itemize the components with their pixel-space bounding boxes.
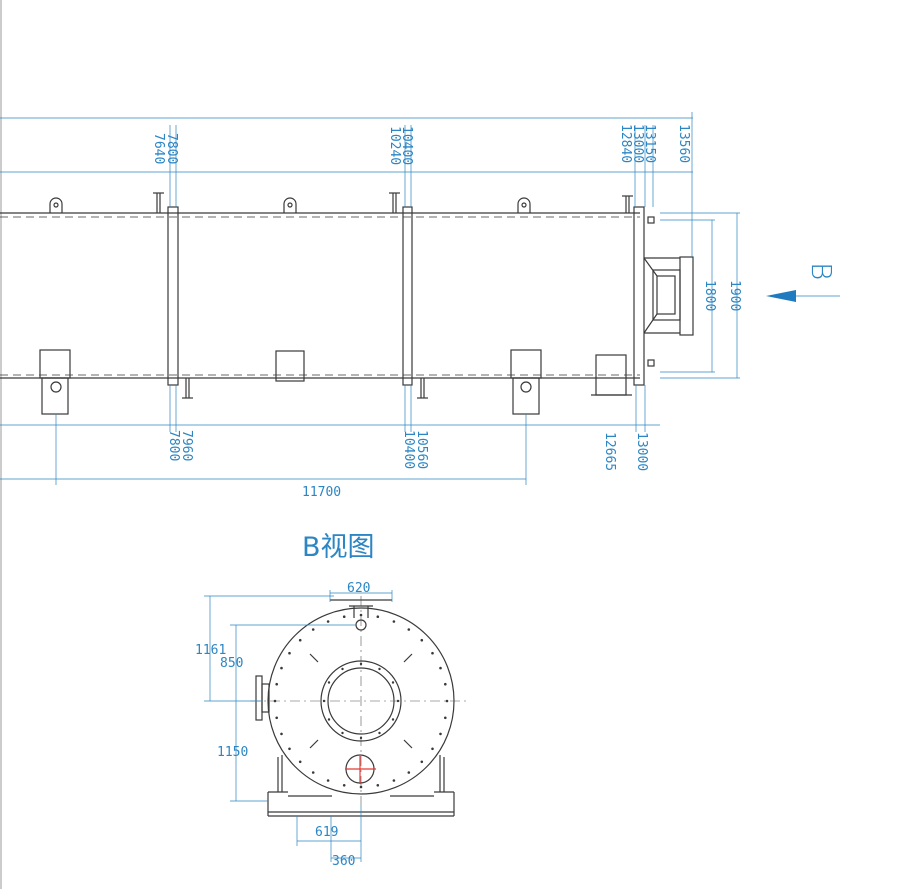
view-marker-label: B [805, 262, 838, 280]
bolt-hole [280, 666, 283, 670]
bolt-hole [392, 620, 396, 623]
dim-1161: 1161 [195, 643, 226, 658]
end-view-side-nozzle [255, 675, 270, 721]
dim-13000-bottom: 13000 [634, 432, 649, 471]
bolt-hole [298, 760, 302, 764]
bolt-hole [431, 651, 434, 655]
bottom-nozzle-1 [182, 378, 193, 399]
dim-13150: 13150 [642, 124, 657, 163]
bolt-hole [311, 628, 315, 631]
end-view-legs [267, 755, 455, 817]
dim-10240: 10240 [387, 126, 402, 165]
bolt-hole [342, 784, 346, 787]
view-title: B视图 [302, 532, 375, 563]
bolt-hole [431, 747, 434, 751]
dim-850: 850 [220, 656, 243, 671]
bolt-hole [298, 638, 302, 642]
manhole-bolt [378, 731, 381, 735]
manhole-bolt [378, 667, 381, 671]
dim-360: 360 [332, 854, 355, 869]
bolt-hole [392, 779, 396, 782]
dim-7960: 7960 [179, 430, 194, 461]
saddle-support-1 [39, 349, 71, 415]
dim-7800-top: 7800 [164, 133, 179, 164]
dim-10400-top: 10400 [399, 126, 414, 165]
bolt-hole [420, 638, 424, 642]
flange-1 [167, 206, 179, 386]
bolt-hole [275, 682, 279, 686]
end-view-dimension-lines [204, 590, 393, 862]
manhole-bolt [391, 718, 395, 721]
bolt-hole [444, 716, 447, 720]
bolt-hole [407, 628, 411, 631]
bolt-hole [445, 699, 449, 703]
lifting-lug-3 [517, 197, 531, 213]
end-support [591, 354, 632, 396]
end-view-bolt-holes [273, 613, 449, 789]
manhole-bolt [341, 667, 344, 671]
dim-1800: 1800 [702, 280, 717, 311]
side-view-dimension-labels: 7800 7640 10400 10240 12840 13150 13000 … [151, 124, 742, 500]
bolt-hole [280, 732, 283, 736]
bolt-hole [326, 620, 330, 623]
dim-1900: 1900 [727, 280, 742, 311]
manhole-bolt [327, 718, 331, 721]
dim-620: 620 [347, 581, 370, 596]
lifting-lug-1 [49, 197, 63, 213]
bolt-hole [342, 615, 346, 618]
manhole-bolt [396, 699, 400, 703]
bolt-hole [376, 784, 380, 787]
manhole-bolt [359, 662, 363, 666]
dim-7640: 7640 [151, 133, 166, 164]
saddle-support-2 [510, 349, 542, 415]
bolt-hole [439, 666, 442, 670]
bolt-hole [376, 615, 380, 618]
dim-13000-top: 13000 [630, 124, 645, 163]
manhole-bolt [341, 731, 344, 735]
dim-619: 619 [315, 825, 338, 840]
flange-end [633, 206, 645, 386]
manhole-bolt [391, 681, 395, 684]
middle-box [275, 350, 305, 382]
top-nozzle-2 [389, 192, 400, 213]
end-view-dimension-labels: 620 1161 850 1150 619 360 [195, 581, 370, 869]
manhole-bolt [327, 681, 331, 684]
manhole-bolt [359, 736, 363, 740]
view-arrow-icon [766, 290, 796, 302]
dim-11700: 11700 [302, 485, 341, 500]
bolt-hole [273, 699, 277, 703]
bolt-hole [420, 760, 424, 764]
dim-10400-bottom: 10400 [401, 430, 416, 469]
dim-12665: 12665 [602, 432, 617, 471]
view-direction-marker: B [766, 262, 840, 302]
end-view-marker-cross [345, 756, 376, 784]
bolt-hole [326, 779, 330, 782]
bolt-hole [275, 716, 279, 720]
bolt-hole [311, 771, 315, 774]
bolt-hole [444, 682, 447, 686]
end-view-manhole-bolts [322, 662, 400, 740]
side-view [0, 192, 694, 415]
bolt-hole [288, 651, 291, 655]
dim-1150: 1150 [217, 745, 248, 760]
bolt-hole [288, 747, 291, 751]
bolt-hole [439, 732, 442, 736]
bolt-hole [407, 771, 411, 774]
dim-13560: 13560 [676, 124, 691, 163]
side-view-dimension-lines [0, 112, 740, 485]
top-nozzle-3 [622, 195, 633, 213]
lifting-lug-2 [283, 197, 297, 213]
dim-12840: 12840 [618, 124, 633, 163]
bolt-hole [359, 785, 363, 789]
manhole-bolt [322, 699, 326, 703]
dim-10560: 10560 [414, 430, 429, 469]
top-nozzle-1 [153, 192, 164, 213]
flange-2 [402, 206, 413, 386]
end-head-nozzle [643, 216, 694, 367]
dim-7800-bottom: 7800 [166, 430, 181, 461]
bolt-hole [359, 613, 363, 617]
bottom-nozzle-2 [417, 378, 428, 399]
